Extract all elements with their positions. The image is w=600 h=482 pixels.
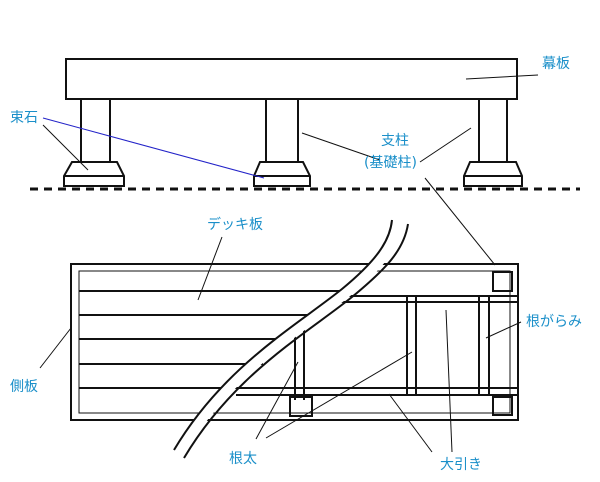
break-line-outer (173, 221, 403, 457)
post-square (289, 396, 313, 417)
post-right (478, 98, 508, 163)
side-board-inner (78, 270, 511, 414)
foundation-stone-center (253, 161, 311, 187)
post-center (265, 98, 299, 163)
side-board-frame (70, 263, 519, 421)
foundation-stone-right (463, 161, 523, 187)
side-elevation (30, 58, 580, 191)
break-line-2 (183, 223, 409, 459)
labels: 幕板 束石 支柱 (基礎柱) デッキ板 根がらみ 側板 根太 大引き (10, 56, 582, 473)
label-joist: 根太 (229, 451, 257, 467)
plan-view (70, 219, 519, 459)
post-square (492, 271, 513, 292)
label-post: 支柱 (381, 133, 409, 149)
fascia-board (65, 58, 518, 100)
post-square (492, 396, 513, 416)
leader-lines (39, 74, 539, 453)
post-left (80, 98, 111, 163)
label-beam: 大引き (440, 457, 482, 473)
break-line-1 (173, 219, 393, 451)
label-post-sub: (基礎柱) (364, 154, 417, 171)
label-tie-beam: 根がらみ (526, 314, 582, 330)
label-side-board: 側板 (10, 379, 38, 395)
foundation-stone-left (63, 161, 125, 187)
label-deck-board: デッキ板 (207, 216, 263, 233)
label-fascia-board: 幕板 (542, 56, 570, 72)
label-foundation-stone: 束石 (10, 110, 38, 126)
